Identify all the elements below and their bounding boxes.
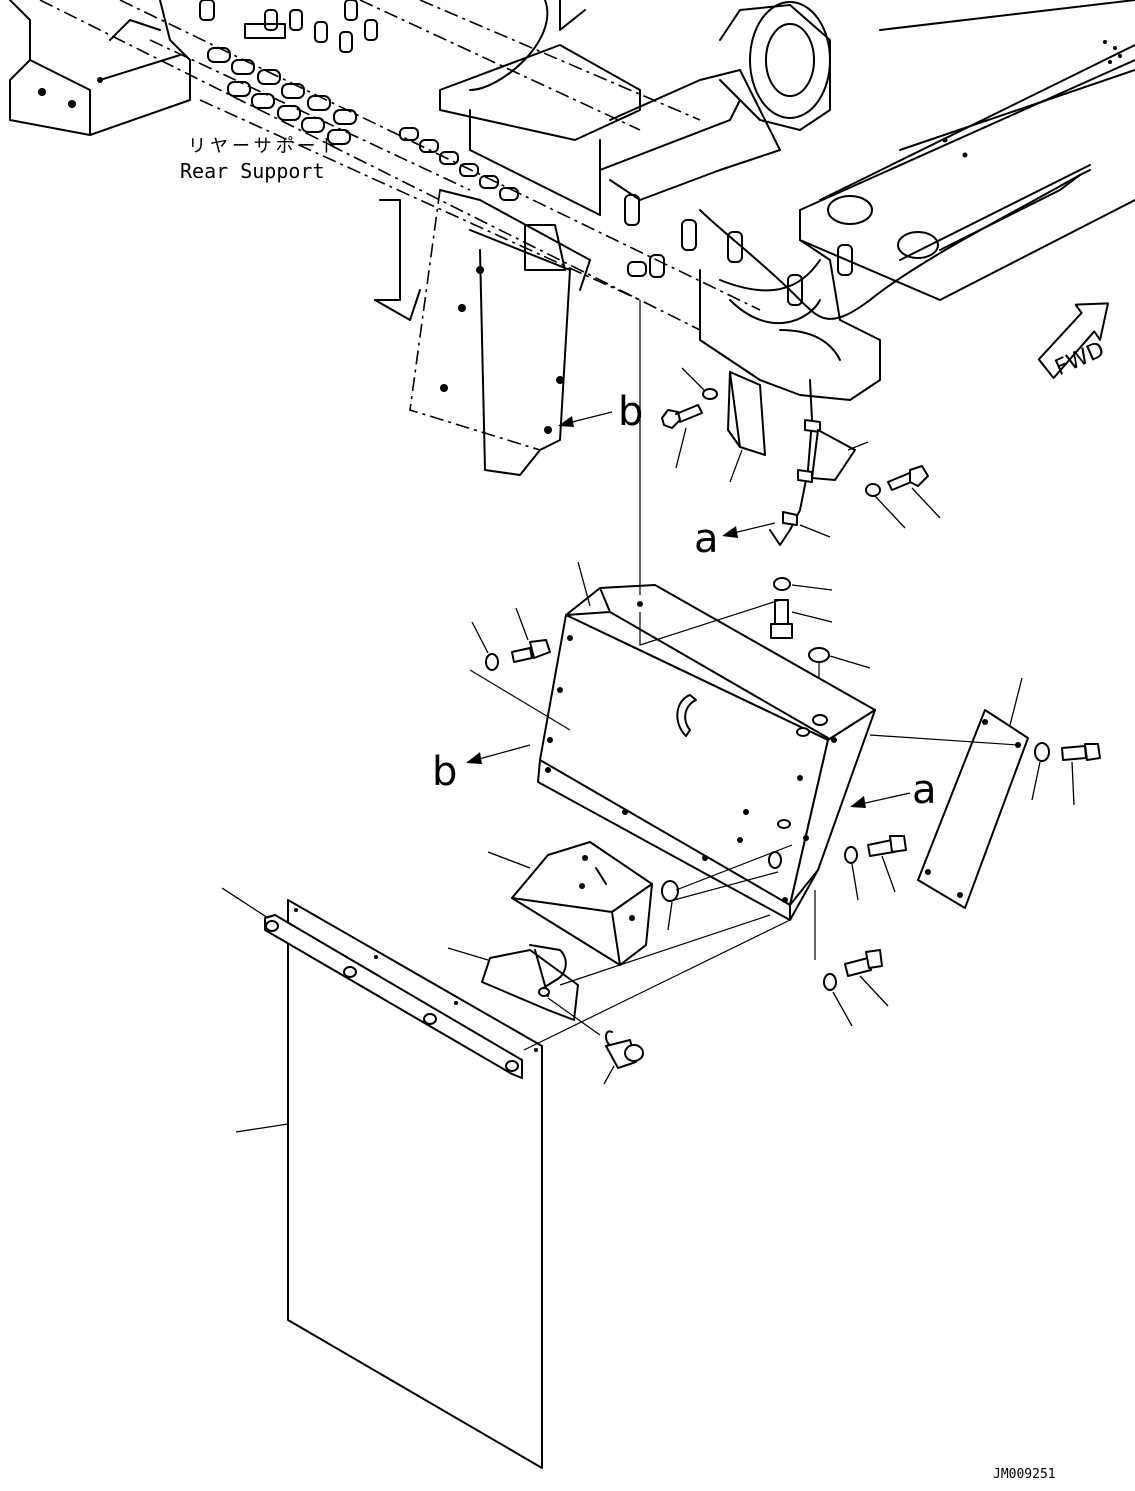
- main-guard-cover: [537, 561, 876, 921]
- bolt-bottom-right: [844, 949, 889, 1007]
- mud-flap-holder: [447, 914, 771, 1021]
- svg-text:b: b: [432, 749, 457, 795]
- bolt-lower-right: [867, 835, 907, 893]
- harness-clamp: [769, 379, 869, 546]
- view-arrow-a-bottom: a: [850, 767, 937, 813]
- bolt-upper-left: [661, 404, 703, 469]
- svg-text:b: b: [618, 389, 643, 435]
- bolt-left: [511, 607, 551, 663]
- svg-text:a: a: [694, 516, 719, 562]
- chassis-frame: [9, 0, 1135, 476]
- washer-lower-right: [844, 846, 859, 901]
- rear-support-jp-label: リヤーサポート: [188, 136, 342, 157]
- bolt-top-vertical: [770, 599, 833, 639]
- bolt-right-upper: [865, 465, 941, 529]
- drawing-id: JM009251: [993, 1467, 1056, 1482]
- view-arrow-b-top: b: [558, 389, 643, 435]
- washer-right: [1031, 742, 1050, 801]
- washer-bottom-right: [823, 973, 853, 1027]
- view-arrow-a-top: a: [694, 516, 776, 562]
- washer-left: [471, 621, 499, 671]
- rear-support-en-label: Rear Support: [180, 159, 325, 183]
- view-arrow-b-bottom: b: [432, 744, 531, 795]
- spacer-washer: [661, 844, 793, 931]
- side-plate-right: [869, 677, 1029, 909]
- washer-upper: [681, 367, 718, 400]
- mounting-bracket-small: [727, 371, 766, 483]
- angle-bracket: [487, 841, 653, 966]
- nut-top: [773, 577, 833, 591]
- bolt-right: [1061, 743, 1101, 806]
- mud-flap: [221, 887, 791, 1469]
- lock-clip: [547, 997, 644, 1085]
- svg-text:a: a: [912, 767, 937, 813]
- fwd-arrow: FWD: [1037, 302, 1109, 381]
